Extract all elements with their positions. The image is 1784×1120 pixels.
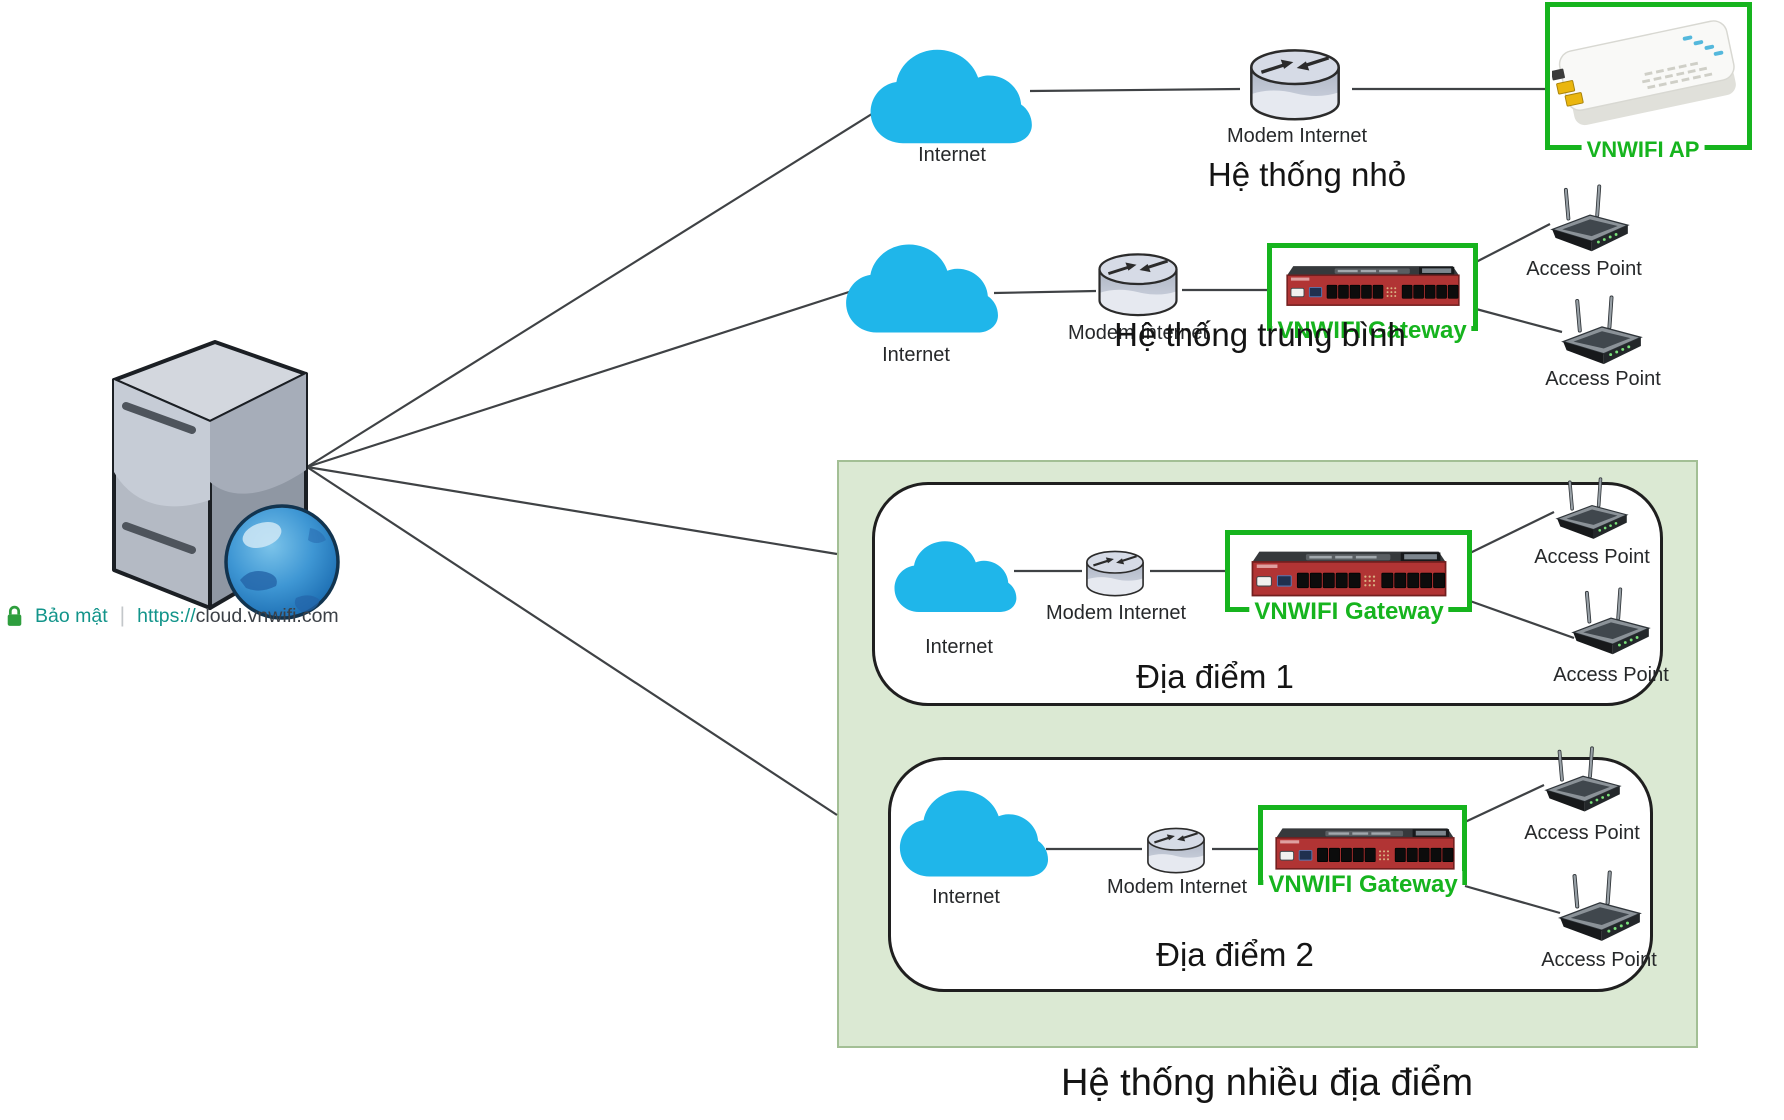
url-text: https://cloud.vnwifi.com <box>137 605 339 628</box>
modem-router-icon <box>1138 823 1214 877</box>
internet-cloud-icon <box>888 528 1018 626</box>
location-2-title: Địa điểm 2 <box>1156 936 1314 973</box>
access-point-label: Access Point <box>1524 822 1640 844</box>
internet-cloud-icon <box>862 34 1034 160</box>
access-point-label: Access Point <box>1545 368 1661 390</box>
internet-label: Internet <box>932 886 1000 908</box>
vnwifi-ap-label: VNWIFI AP <box>1581 137 1705 163</box>
access-point-icon <box>1568 587 1654 661</box>
access-point-label: Access Point <box>1534 546 1650 568</box>
modem-label: Modem Internet <box>1106 876 1248 898</box>
internet-cloud-icon <box>838 230 1000 348</box>
url-host: cloud.vnwifi.com <box>195 604 339 627</box>
access-point-icon <box>1544 184 1636 258</box>
security-label: Bảo mật <box>35 604 108 627</box>
modem-label: Modem Internet <box>1045 602 1187 624</box>
vnwifi-gateway-device-icon <box>1239 549 1459 599</box>
vnwifi-gateway-label: VNWIFI Gateway <box>1272 317 1472 345</box>
modem-label: Modem Internet <box>1067 322 1209 344</box>
access-point-icon <box>1538 746 1628 818</box>
cloud-server-icon <box>100 330 350 630</box>
access-point-label: Access Point <box>1526 258 1642 280</box>
vnwifi-gateway-label: VNWIFI Gateway <box>1249 598 1449 626</box>
access-point-icon <box>1555 870 1645 948</box>
location-1-title: Địa điểm 1 <box>1136 658 1294 695</box>
multi-site-title: Hệ thống nhiều địa điểm <box>1061 1062 1473 1104</box>
lock-icon <box>6 605 23 628</box>
access-point-label: Access Point <box>1553 664 1669 686</box>
modem-label: Modem Internet <box>1226 125 1368 147</box>
vnwifi-gateway-device-icon <box>1281 261 1465 311</box>
internet-label: Internet <box>918 144 986 166</box>
internet-label: Internet <box>882 344 950 366</box>
access-point-icon <box>1548 477 1636 545</box>
medium-system-title: Hệ thống trung bình <box>1114 316 1406 353</box>
small-system-title: Hệ thống nhỏ <box>1207 156 1407 193</box>
modem-router-icon <box>1236 42 1354 126</box>
address-bar: Bảo mật | https://cloud.vnwifi.com <box>6 604 339 628</box>
url-scheme: https:// <box>137 604 196 627</box>
internet-label: Internet <box>925 636 993 658</box>
internet-cloud-icon <box>892 784 1050 884</box>
modem-router-icon <box>1078 546 1152 600</box>
vnwifi-gateway-label: VNWIFI Gateway <box>1263 871 1463 899</box>
vnwifi-ap-device-icon <box>1552 12 1746 140</box>
modem-router-icon <box>1092 247 1184 321</box>
separator: | <box>119 604 126 627</box>
access-point-icon <box>1556 295 1648 371</box>
access-point-label: Access Point <box>1541 949 1657 971</box>
vnwifi-gateway-device-icon <box>1269 826 1461 872</box>
